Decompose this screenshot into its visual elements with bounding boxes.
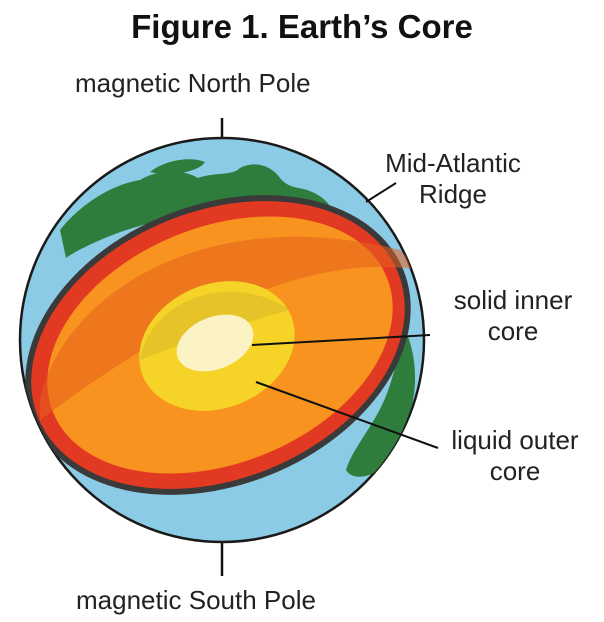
- inner-core-leader-line: [251, 334, 431, 346]
- south-pole-label: magnetic South Pole: [76, 585, 316, 615]
- outer-core-label: liquid outer core: [435, 425, 595, 487]
- inner-core-label-line2: core: [487, 316, 539, 346]
- ridge-leader-line: [365, 182, 397, 203]
- figure-title: Figure 1. Earth’s Core: [131, 8, 473, 45]
- inner-core: [176, 314, 254, 372]
- ridge-label-line1: Mid-Atlantic: [385, 148, 521, 178]
- outer-core-leader-line: [255, 381, 439, 449]
- land-north-east: [236, 181, 280, 196]
- inner-core-label: solid inner core: [438, 285, 588, 347]
- inner-core-label-line1: solid inner: [453, 285, 573, 315]
- outer-core-label-line2: core: [489, 456, 541, 486]
- outer-core-label-line1: liquid outer: [451, 425, 579, 455]
- land-north-small: [150, 159, 205, 176]
- ridge-label: Mid-Atlantic Ridge: [378, 148, 528, 210]
- cutaway-shading: [40, 236, 420, 420]
- ridge-label-line2: Ridge: [419, 179, 487, 209]
- north-pole-label: magnetic North Pole: [75, 68, 311, 98]
